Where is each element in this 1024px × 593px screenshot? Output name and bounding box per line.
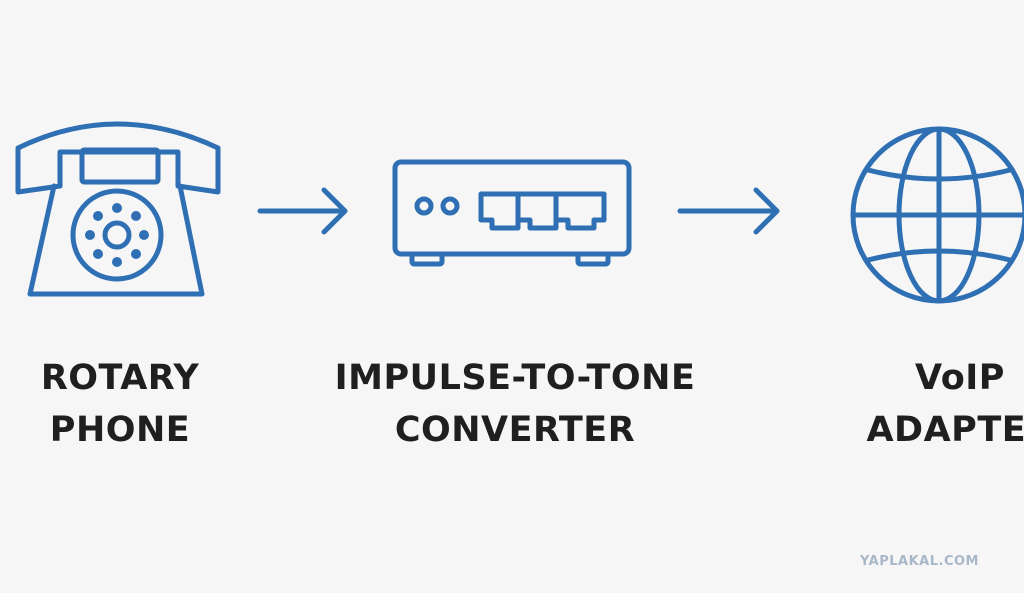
label-line: ROTARY (40, 358, 200, 398)
converter-box-icon (392, 159, 632, 267)
rotary-phone-icon (15, 121, 221, 297)
arrow-right-icon (677, 187, 780, 235)
node-label-voip-adapter: VoIP ADAPTER (840, 352, 1024, 456)
arrow-right-icon (257, 187, 348, 235)
label-line: CONVERTER (394, 410, 636, 450)
node-label-converter: IMPULSE-TO-TONE CONVERTER (330, 352, 700, 456)
node-label-rotary-phone: ROTARY PHONE (20, 352, 220, 456)
label-line: PHONE (49, 410, 191, 450)
label-line: IMPULSE-TO-TONE (334, 358, 696, 398)
label-line: VoIP (915, 358, 1005, 398)
label-line: ADAPTER (866, 410, 1024, 450)
watermark-text: YAPLAKAL.COM (860, 554, 979, 569)
globe-icon (850, 126, 1024, 304)
